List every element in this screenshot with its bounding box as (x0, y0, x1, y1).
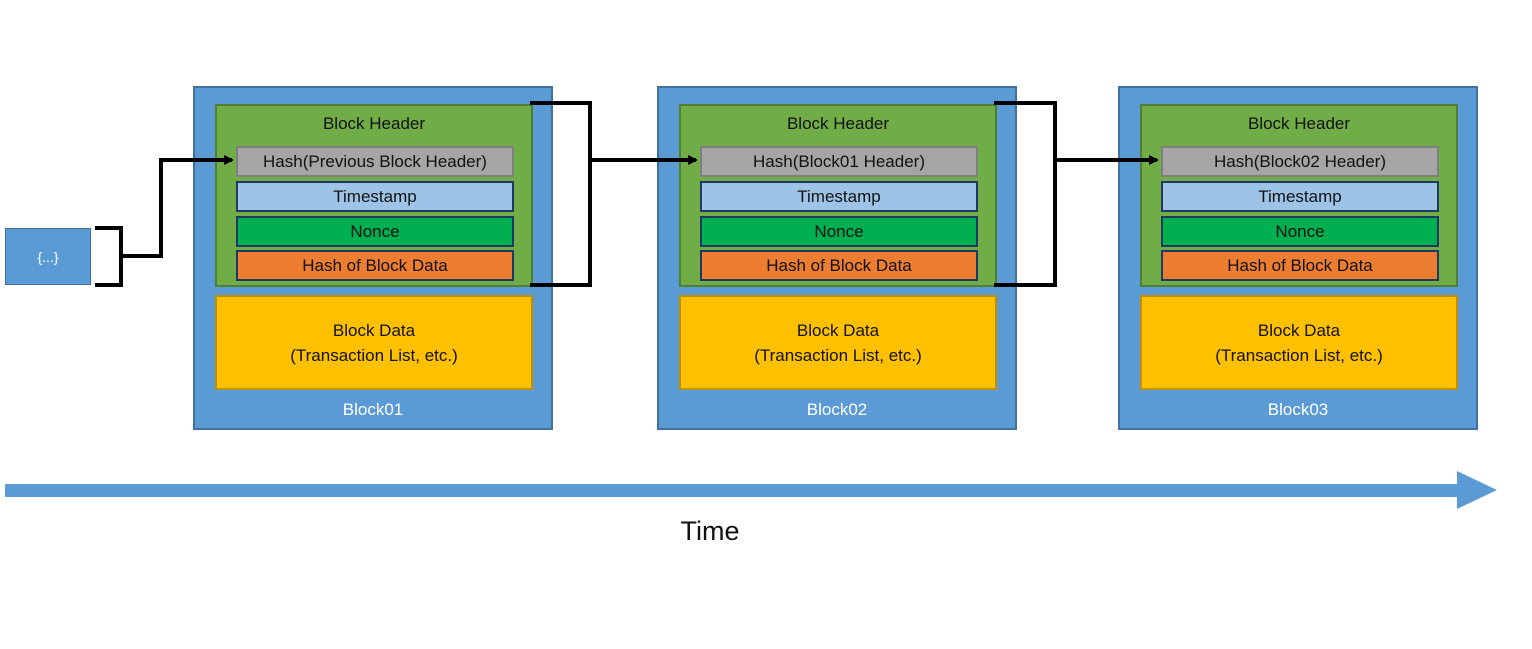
block-01-header-title: Block Header (322, 114, 426, 133)
block02-header-bracket (994, 101, 1057, 287)
block-03: Block Header Hash(Block02 Header) Timest… (1118, 86, 1478, 430)
block-01: Block Header Hash(Previous Block Header)… (193, 86, 553, 430)
block-01-data: Block Data (Transaction List, etc.) (215, 295, 533, 390)
block-03-prev-hash-field: Hash(Block02 Header) (1161, 146, 1439, 177)
block-03-data-subtitle: (Transaction List, etc.) (1215, 345, 1383, 365)
block-01-data-hash-field: Hash of Block Data (236, 250, 514, 281)
block-01-header: Block Header Hash(Previous Block Header)… (215, 104, 533, 287)
block-01-data-title: Block Data (332, 320, 416, 340)
time-axis-label: Time (680, 515, 740, 546)
block-02-nonce-field: Nonce (700, 216, 978, 247)
block-01-name: Block01 (342, 400, 404, 419)
block-02-header-title: Block Header (786, 114, 890, 133)
previous-block-placeholder: {...} (5, 228, 91, 285)
block-03-data-hash-field: Hash of Block Data (1161, 250, 1439, 281)
block-03-name: Block03 (1267, 400, 1329, 419)
block-02-data-hash-field: Hash of Block Data (700, 250, 978, 281)
time-arrow-shaft (5, 484, 1460, 497)
block-02-data-title: Block Data (796, 320, 880, 340)
block-01-timestamp-field: Timestamp (236, 181, 514, 212)
block-03-data: Block Data (Transaction List, etc.) (1140, 295, 1458, 390)
block-03-timestamp-field: Timestamp (1161, 181, 1439, 212)
block-02-name: Block02 (806, 400, 868, 419)
block-03-header: Block Header Hash(Block02 Header) Timest… (1140, 104, 1458, 287)
block-02: Block Header Hash(Block01 Header) Timest… (657, 86, 1017, 430)
block-03-header-title: Block Header (1247, 114, 1351, 133)
genesis-bracket (95, 226, 123, 287)
block-01-nonce-field: Nonce (236, 216, 514, 247)
genesis-to-block01-arrow (121, 155, 234, 258)
block-01-data-subtitle: (Transaction List, etc.) (290, 345, 458, 365)
block-03-nonce-field: Nonce (1161, 216, 1439, 247)
block-02-header: Block Header Hash(Block01 Header) Timest… (679, 104, 997, 287)
time-arrow-head (1457, 471, 1497, 509)
block-02-timestamp-field: Timestamp (700, 181, 978, 212)
block-02-data-subtitle: (Transaction List, etc.) (754, 345, 922, 365)
previous-block-placeholder-label: {...} (37, 248, 59, 265)
block-01-prev-hash-field: Hash(Previous Block Header) (236, 146, 514, 177)
block-02-data: Block Data (Transaction List, etc.) (679, 295, 997, 390)
block01-header-bracket (530, 101, 592, 287)
block-03-data-title: Block Data (1257, 320, 1341, 340)
block-02-prev-hash-field: Hash(Block01 Header) (700, 146, 978, 177)
